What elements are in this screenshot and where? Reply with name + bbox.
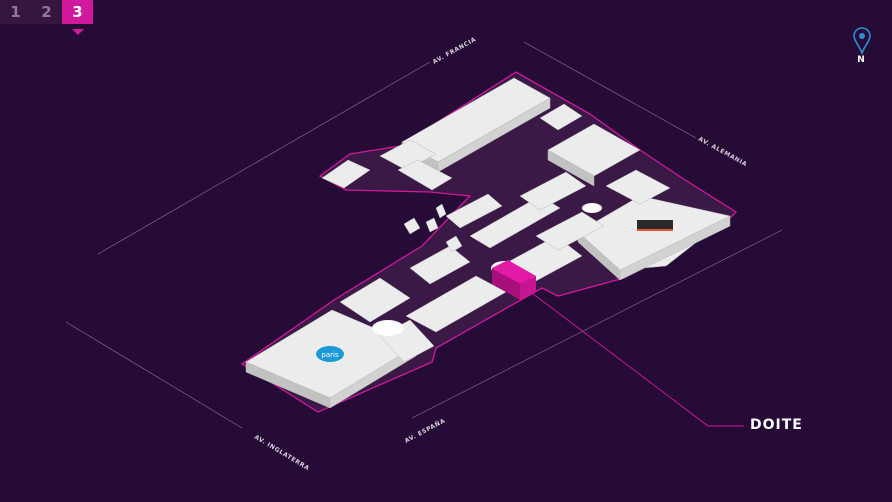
store-doite-highlight[interactable] [492, 260, 536, 300]
compass-north-label: N [857, 55, 865, 65]
store-label-doite[interactable]: DOITE [750, 417, 803, 433]
floor-tab-3[interactable]: 3 [62, 0, 93, 24]
floor-tab-1[interactable]: 1 [0, 0, 31, 24]
map-pin-north-icon [853, 27, 871, 56]
floor-selector: 1 2 3 [0, 0, 93, 24]
paris-logo-text: paris [321, 351, 339, 359]
street-label-av-francia: AV. FRANCIA [432, 36, 478, 66]
floor-tab-2[interactable]: 2 [31, 0, 62, 24]
active-floor-marker [72, 29, 84, 35]
street-label-av-alemania: AV. ALEMANIA [697, 136, 748, 169]
street-label-av-espana: AV. ESPAÑA [404, 417, 447, 444]
mall-buildings [245, 77, 731, 409]
anchor-store-sign [637, 220, 673, 231]
paris-store-logo: paris [316, 346, 344, 362]
street-lines [65, 41, 783, 429]
store-callout-line [527, 289, 744, 427]
street-label-av-inglaterra: AV. INGLATERRA [253, 434, 311, 473]
